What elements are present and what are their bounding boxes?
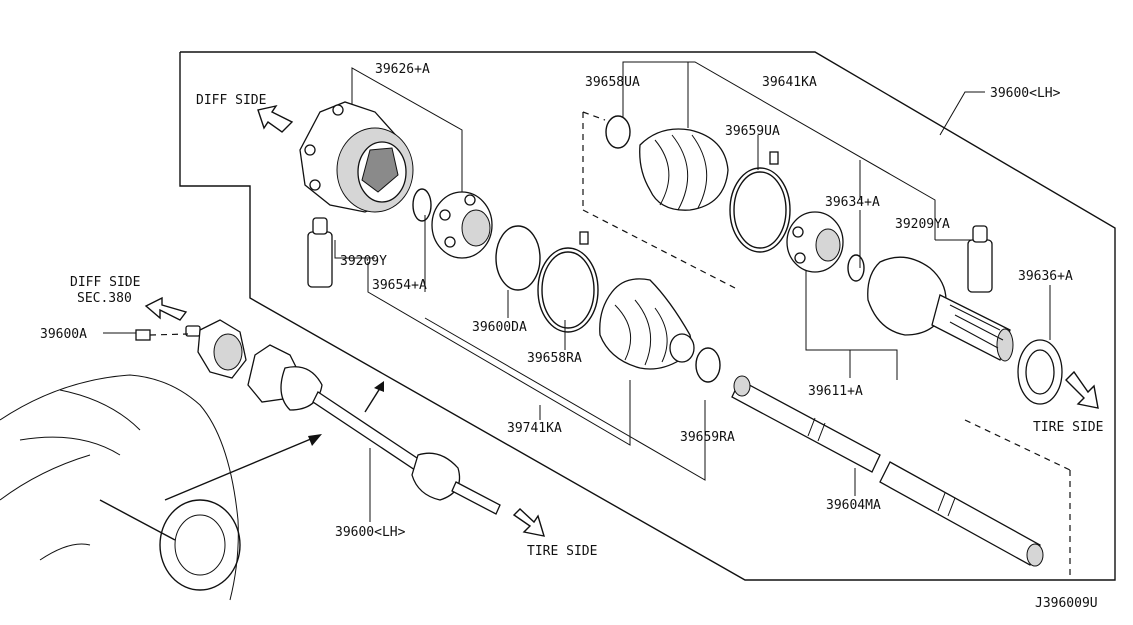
diff-side-arrow-left [144,296,188,321]
assembly-up-arrow [364,381,384,413]
boot-band-39658ra [537,231,599,333]
assembled-driveshaft [135,319,501,515]
shaft-dashed-frame [964,419,1071,575]
leader-lines [103,61,1051,522]
outer-joint-39611 [867,256,1014,362]
section-reference: SEC.380 [77,291,132,306]
label-39658ua: 39658UA [585,75,640,90]
label-39658ra: 39658RA [527,351,582,366]
boot-band-39658ua [605,115,631,149]
grease-tube-39209y [307,217,333,288]
dust-shield-39636 [1017,339,1063,405]
grease-tube-39209ya [967,225,993,293]
direction-diff-side-left: DIFF SIDE [70,275,140,290]
bolt-guide-dash [149,333,189,336]
label-39741ka: 39741KA [507,421,562,436]
vehicle-outline [0,374,241,601]
label-39604ma: 39604MA [826,498,881,513]
label-39600lh-top: 39600<LH> [990,86,1061,101]
label-39600da: 39600DA [472,320,527,335]
label-39600a: 39600A [40,327,87,342]
circlip-39600da [495,225,541,291]
tire-side-arrow-right [1065,370,1099,409]
inner-race-cage [431,191,493,259]
label-39654a: 39654+A [372,278,427,293]
direction-tire-side-bottom: TIRE SIDE [527,544,597,559]
direction-diff-side-top: DIFF SIDE [196,93,266,108]
direction-tire-side-right: TIRE SIDE [1033,420,1103,435]
label-39626a: 39626+A [375,62,430,77]
boot-band-39659ua [729,151,791,253]
label-39659ua: 39659UA [725,124,780,139]
label-39600lh-bottom: 39600<LH> [335,525,406,540]
location-arrow [164,434,322,501]
outer-race-cage [786,211,844,273]
inner-joint-housing [299,101,414,213]
outboard-joint-dashed-frame [582,111,736,289]
tire-side-arrow-bottom [512,508,546,537]
label-39634a: 39634+A [825,195,880,210]
snap-ring-39634 [847,254,865,282]
label-39209ya: 39209YA [895,217,950,232]
diff-side-arrow-top [257,104,294,133]
label-39659ra: 39659RA [680,430,735,445]
outer-boot-39641ka [639,128,729,211]
parts-boundary [179,51,1116,581]
inner-boot-39741ka [599,278,695,370]
small-band-39659ra [695,347,721,383]
label-39636a: 39636+A [1018,269,1073,284]
label-39641ka: 39641KA [762,75,817,90]
shaft-39604ma [731,375,1044,567]
label-39611a: 39611+A [808,384,863,399]
diagram-code: J396009U [1035,596,1098,611]
label-39209y: 39209Y [340,254,387,269]
snap-ring-39654 [412,188,432,222]
